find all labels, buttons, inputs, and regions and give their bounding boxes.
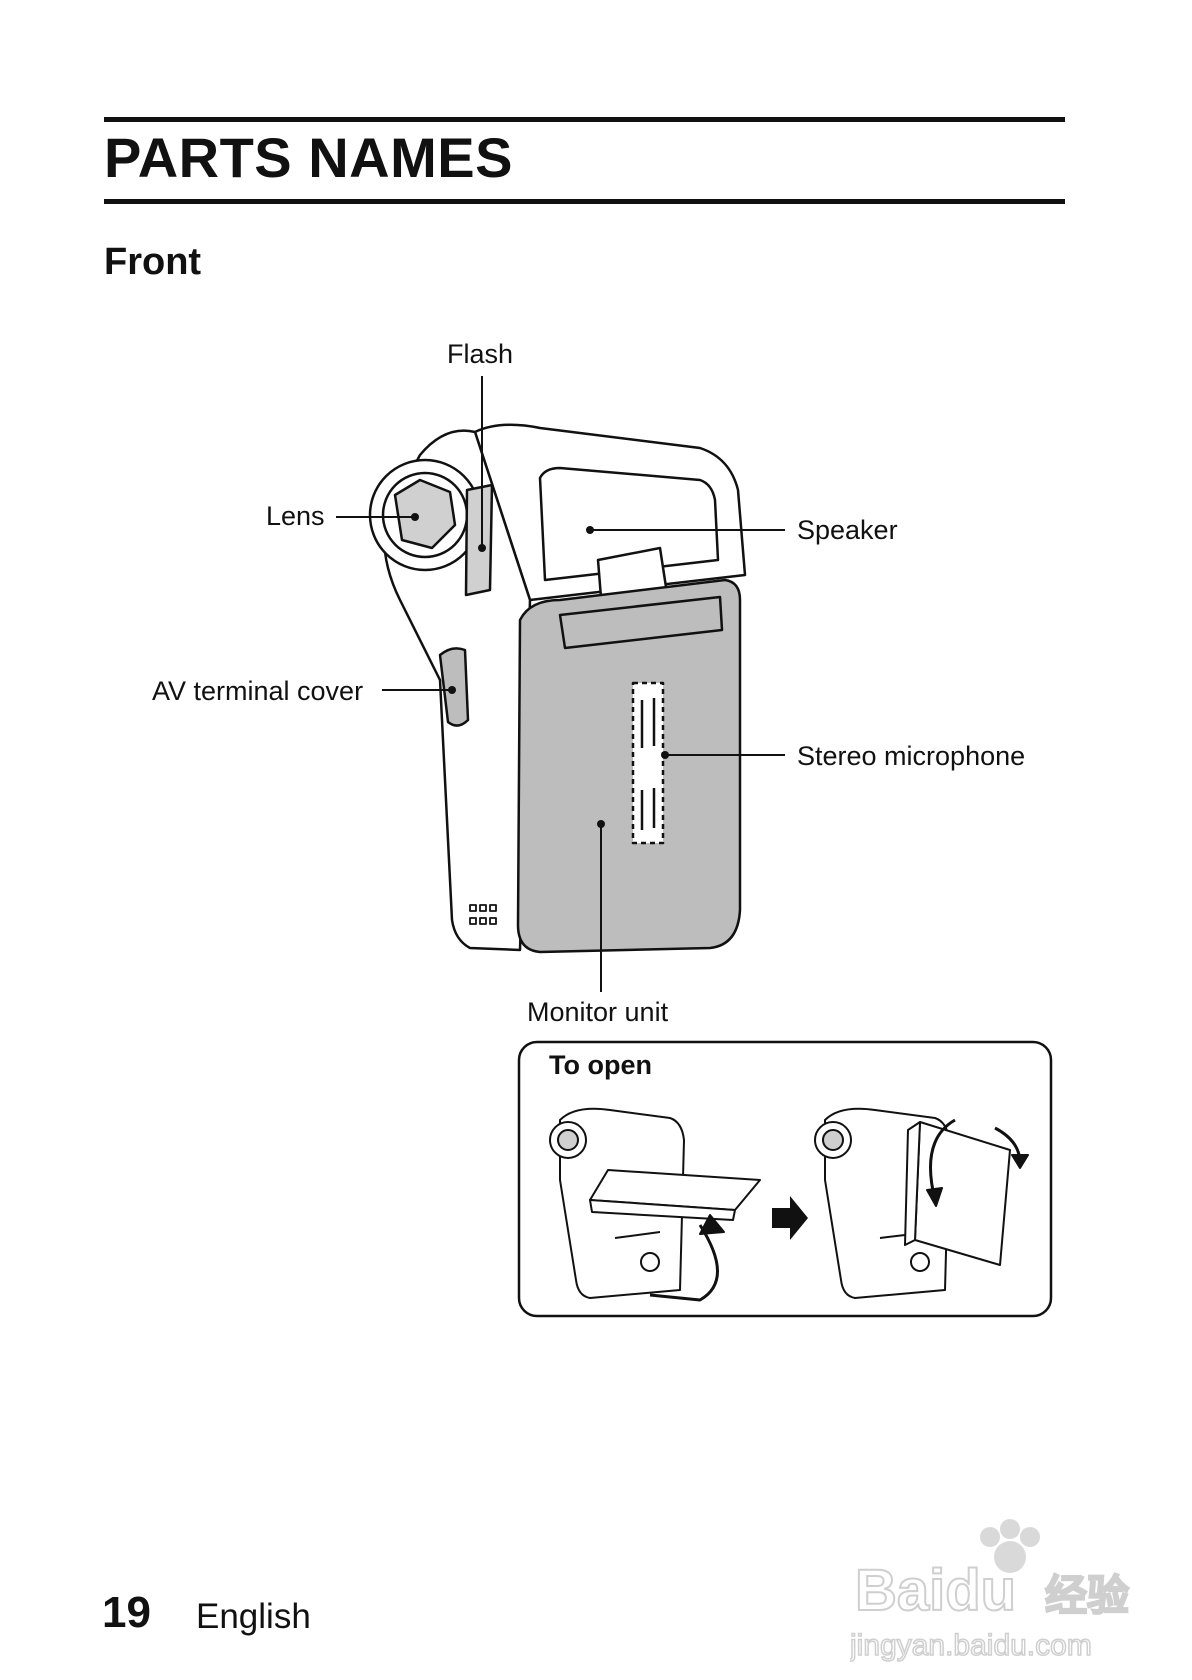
inset-camera-step-2 bbox=[814, 1107, 1029, 1299]
label-monitor-unit: Monitor unit bbox=[527, 997, 669, 1027]
mic-pointer-dot bbox=[661, 751, 669, 759]
inset-title: To open bbox=[549, 1050, 652, 1080]
title-top-rule bbox=[104, 117, 1065, 122]
flash-window bbox=[464, 483, 494, 597]
page-number: 19 bbox=[102, 1588, 151, 1637]
leader-lines bbox=[336, 376, 785, 992]
monitor-pointer-dot bbox=[597, 820, 605, 828]
flash-pointer-dot bbox=[478, 544, 486, 552]
label-lens: Lens bbox=[266, 501, 325, 531]
step-arrow-icon bbox=[772, 1196, 808, 1240]
lens-glass bbox=[393, 478, 457, 550]
label-speaker: Speaker bbox=[797, 515, 898, 545]
monitor-unit-panel bbox=[516, 578, 742, 954]
baidu-jingyan-watermark: Baidu 经验 jingyan.baidu.com bbox=[850, 1519, 1130, 1663]
lens-pointer-dot bbox=[411, 513, 419, 521]
label-stereo-microphone: Stereo microphone bbox=[797, 741, 1026, 771]
stereo-mic-area bbox=[631, 681, 665, 845]
av-pointer-dot bbox=[448, 686, 456, 694]
mic-slots bbox=[640, 698, 656, 830]
label-av-terminal-cover: AV terminal cover bbox=[152, 676, 364, 706]
page-language: English bbox=[196, 1597, 311, 1636]
title-bottom-rule bbox=[104, 199, 1065, 204]
page-title: PARTS NAMES bbox=[104, 126, 513, 189]
section-heading: Front bbox=[104, 241, 202, 283]
watermark-brand-cn: 经验 bbox=[1045, 1571, 1129, 1620]
body-vents bbox=[469, 904, 497, 925]
speaker-pointer-dot bbox=[586, 526, 594, 534]
watermark-brand: Baidu bbox=[855, 1558, 1016, 1623]
inset-camera-step-1 bbox=[549, 1107, 761, 1302]
watermark-url: jingyan.baidu.com bbox=[850, 1629, 1092, 1662]
label-flash: Flash bbox=[447, 339, 514, 369]
